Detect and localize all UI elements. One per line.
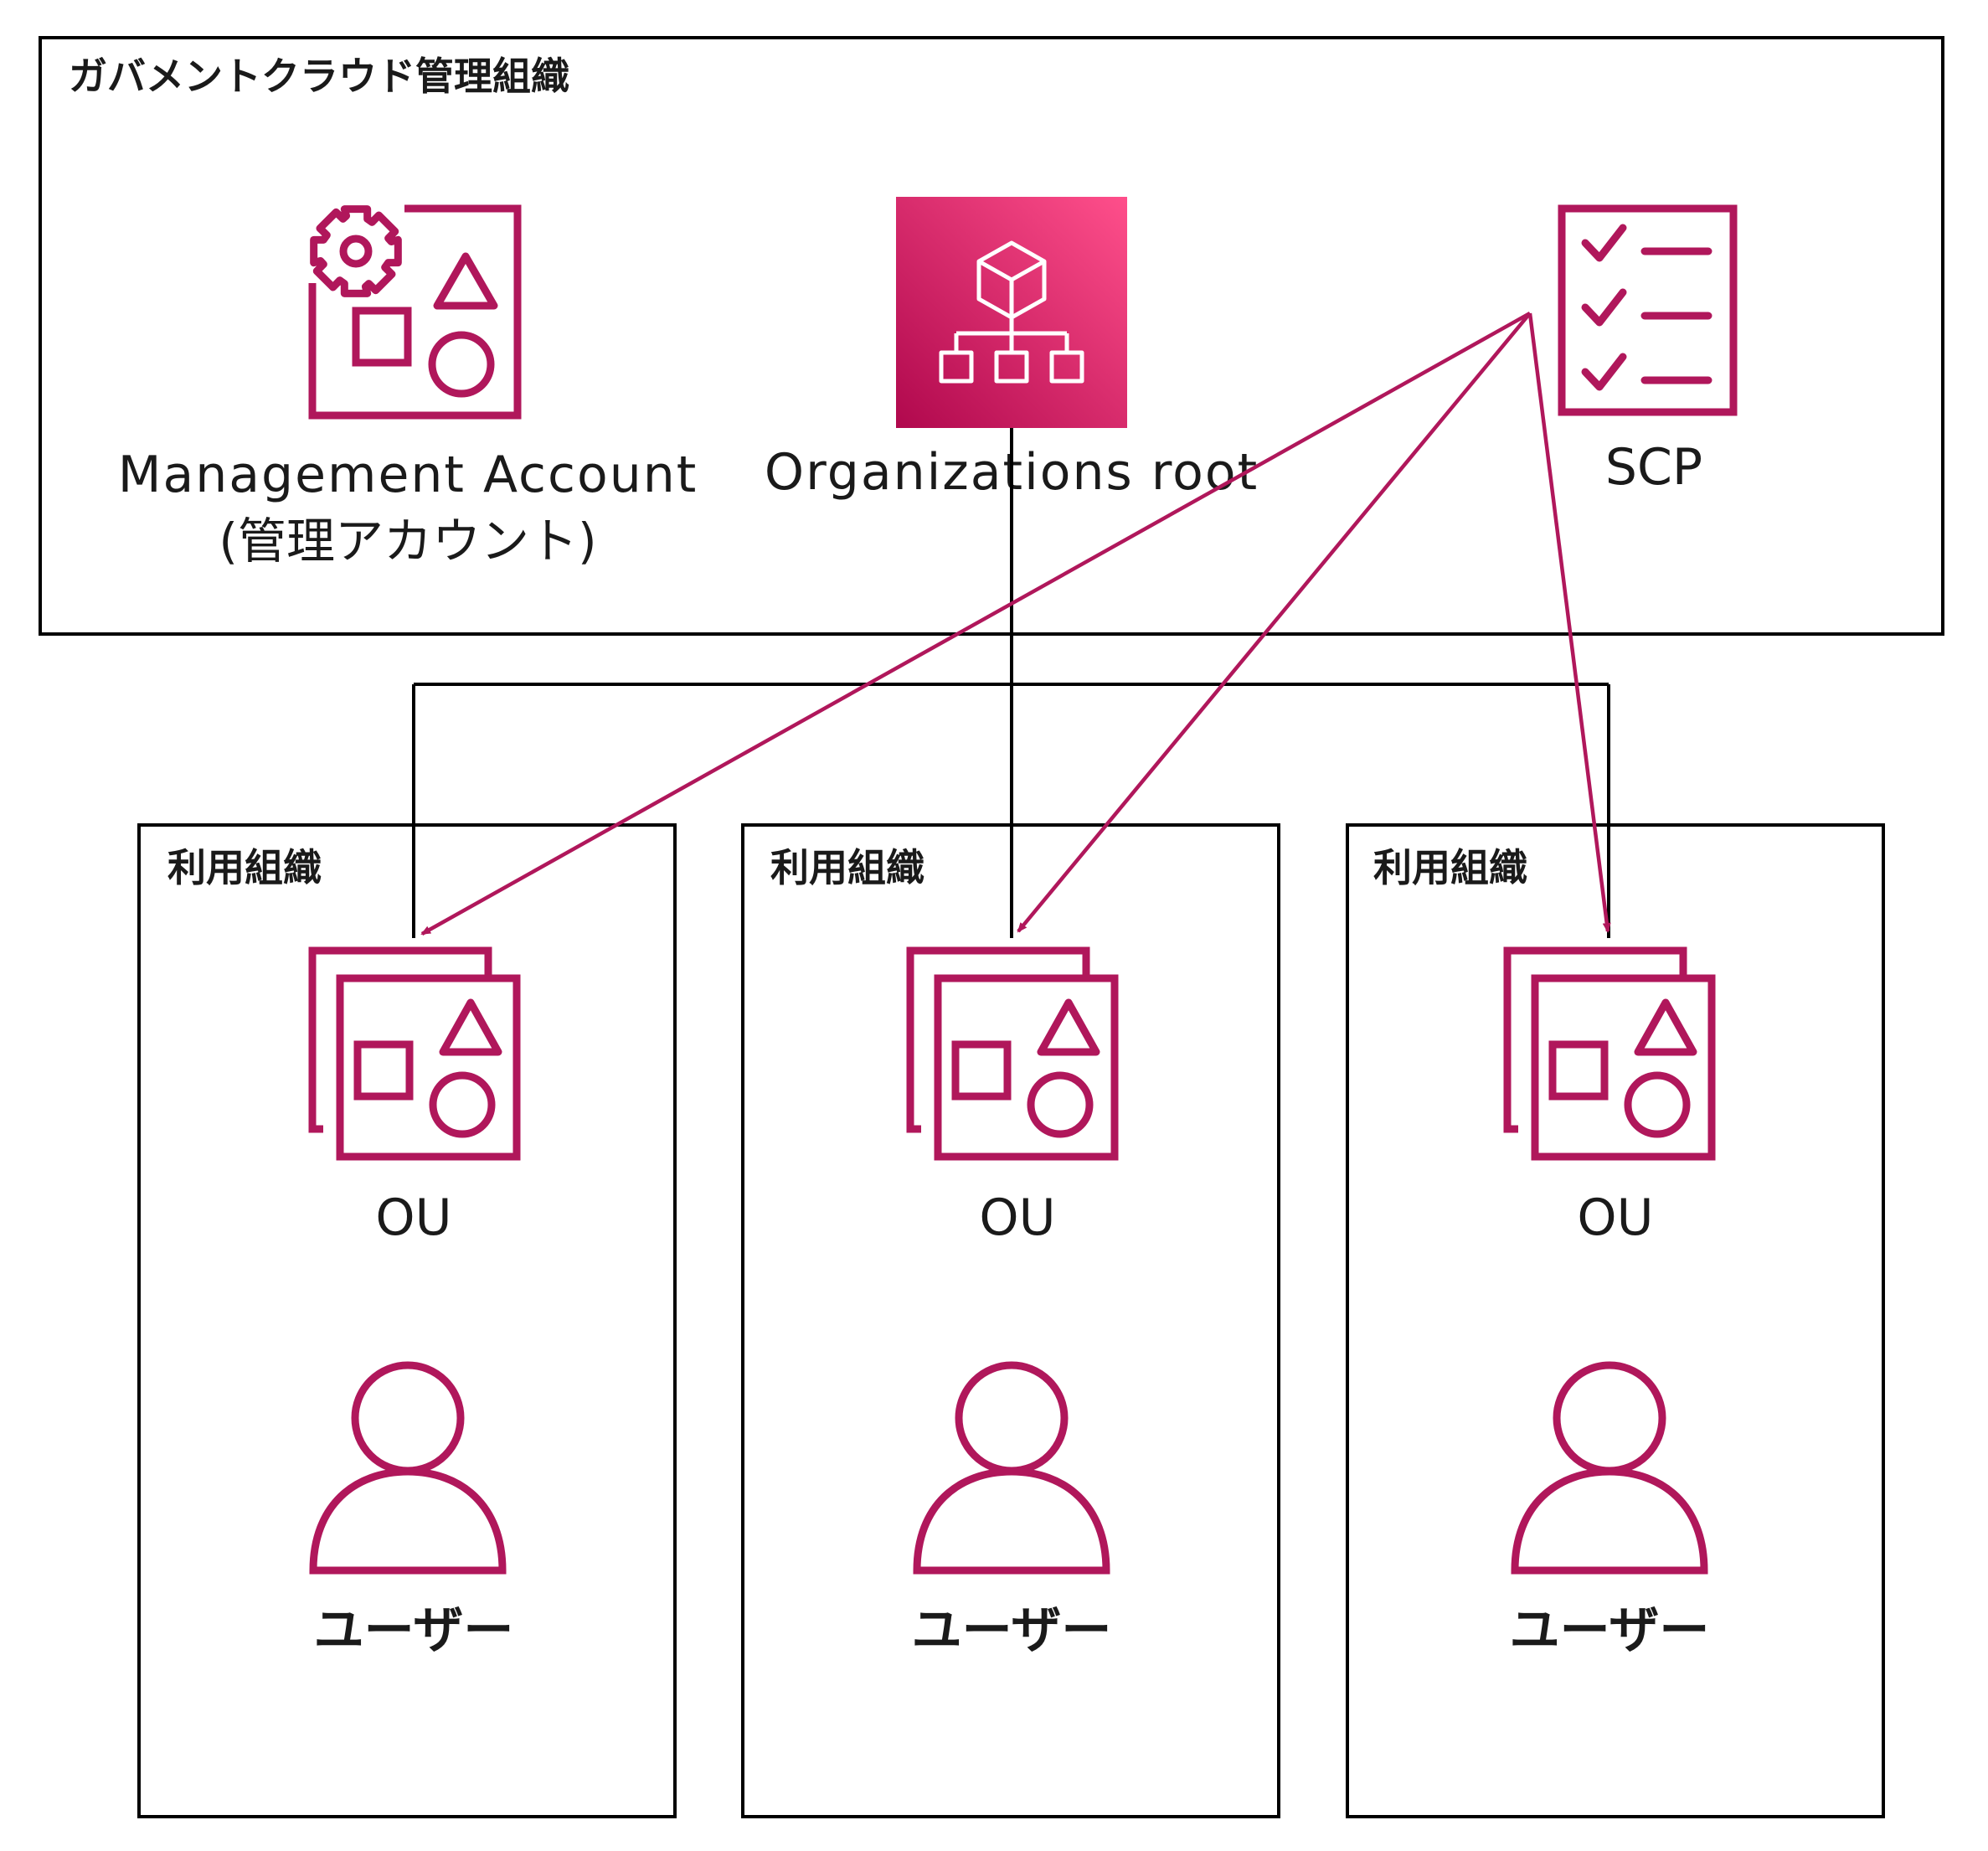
hierarchy-connectors [412,428,1610,938]
scp-arrow-to-ou-2 [1017,312,1532,933]
member-org-1: 利用組織 OU ユーザー [137,823,677,1818]
ou-label: OU [375,1188,451,1247]
ou-icon [308,946,521,1161]
user-icon [913,1361,1110,1575]
organizations-root-icon [896,197,1127,428]
scp-arrow-to-ou-3 [1527,312,1611,933]
ou-label: OU [979,1188,1055,1247]
management-org-group: ガバメントクラウド管理組織 Management Account (管理アカウン… [39,36,1944,636]
member-org-box [1346,823,1885,1818]
member-org-box [137,823,677,1818]
member-org-title: 利用組織 [770,845,924,890]
user-icon [1511,1361,1708,1575]
user-label: ユーザー [1510,1601,1710,1660]
member-org-title: 利用組織 [167,845,322,890]
scp-policy-arrows [420,312,1611,936]
management-org-title: ガバメントクラウド管理組織 [69,54,569,99]
member-org-3: 利用組織 OU ユーザー [1346,823,1885,1818]
member-org-2: 利用組織 OU ユーザー [741,823,1280,1818]
ou-icon [906,946,1119,1161]
management-account-icon [308,204,522,420]
ou-icon [1503,946,1716,1161]
user-icon [309,1361,507,1575]
member-org-title: 利用組織 [1373,845,1527,890]
user-label: ユーザー [912,1601,1112,1660]
management-org-box [39,36,1944,636]
management-account-label: Management Account [118,446,698,504]
ou-label: OU [1577,1188,1653,1247]
scp-label: SCP [1605,438,1702,497]
scp-arrow-to-ou-1 [420,312,1532,936]
user-label: ユーザー [314,1601,514,1660]
management-account-sublabel: (管理アカウント) [219,513,596,570]
member-org-box [741,823,1280,1818]
scp-icon [1558,204,1738,416]
